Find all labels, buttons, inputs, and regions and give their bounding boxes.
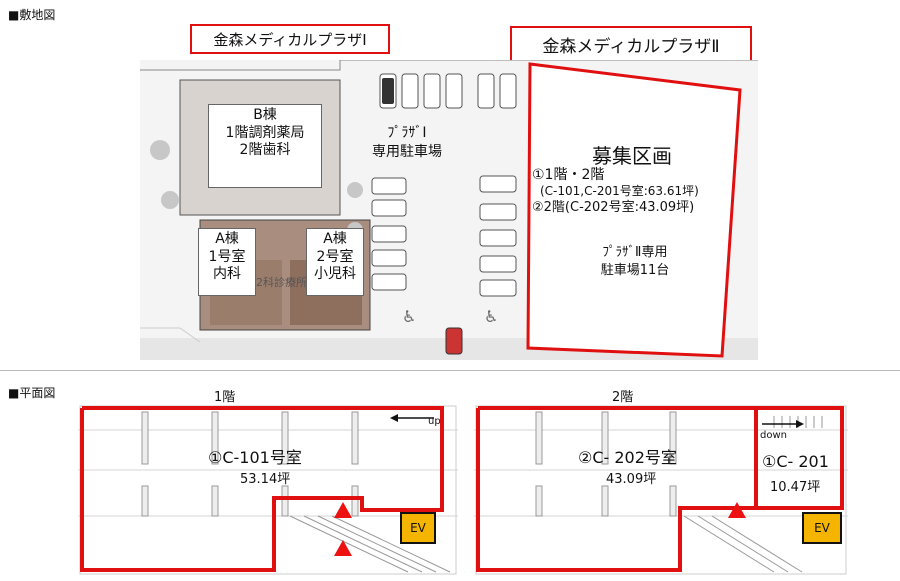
recruit-line3: ②2階(C-202号室:43.09坪) — [532, 199, 695, 215]
svg-text:♿: ♿ — [402, 307, 416, 326]
floor2-room2: ①C- 201 — [762, 452, 829, 471]
entrance-marker-1 — [334, 502, 352, 518]
building-b-name: B棟 — [253, 107, 277, 123]
floor2-stair-label: down — [760, 430, 787, 441]
floor1-ev: EV — [400, 512, 436, 544]
building-a1-room: 1号室 — [208, 248, 246, 265]
section-divider — [0, 370, 900, 371]
floor2-area: 43.09坪 — [606, 472, 657, 487]
svg-text:♿: ♿ — [484, 307, 498, 326]
recruit-parking1: ﾌﾟﾗｻﾞⅡ専用 — [602, 245, 668, 260]
plaza1-parking-label: ﾌﾟﾗｻﾞⅠ 専用駐車場 — [352, 124, 462, 162]
building-a1-label: A棟 1号室 内科 — [198, 228, 256, 296]
building-a2-dept: 小児科 — [314, 266, 356, 282]
building-a1-name: A棟 — [215, 231, 239, 247]
entrance-marker-2 — [334, 540, 352, 556]
building-a2-name: A棟 — [323, 231, 347, 247]
recruit-parking: ﾌﾟﾗｻﾞⅡ専用 駐車場11台 — [560, 244, 710, 279]
plaza2-title: 金森メディカルプラザⅡ — [510, 26, 752, 62]
floor2-room: ②C- 202号室 — [578, 448, 677, 467]
recruit-title: 募集区画 — [592, 144, 672, 168]
recruit-parking2: 駐車場11台 — [600, 262, 670, 278]
site-section-label: ■敷地図 — [8, 8, 56, 22]
floor2-area2: 10.47坪 — [770, 480, 821, 495]
floor1-room: ①C-101号室 — [208, 448, 302, 467]
floor1-plan — [78, 405, 458, 575]
building-b-label: B棟 1階調剤薬局 2階歯科 — [208, 104, 322, 188]
recruit-line1: ①1階・2階 — [532, 167, 605, 183]
entrance-marker-3 — [728, 502, 746, 518]
floor1-label: 1階 — [214, 390, 236, 405]
site-map: ♿ ♿ — [140, 60, 758, 360]
recruit-area: 募集区画 — [532, 140, 732, 169]
building-b-floor1: 1階調剤薬局 — [225, 124, 305, 141]
building-b-floor2: 2階歯科 — [239, 142, 291, 158]
recruit-details: ①1階・2階 (C-101,C-201号室:63.61坪) ②2階(C-202号… — [532, 166, 742, 217]
plaza1-parking-line2: 専用駐車場 — [372, 143, 442, 160]
building-a2-label: A棟 2号室 小児科 — [306, 228, 364, 296]
building-a1-dept: 内科 — [213, 266, 241, 282]
recruit-line2: (C-101,C-201号室:63.61坪) — [540, 184, 699, 199]
floor1-stair-label: up — [428, 416, 441, 427]
plaza1-title: 金森メディカルプラザⅠ — [190, 24, 390, 54]
floor2-label: 2階 — [612, 390, 634, 405]
floor2-ev: EV — [802, 512, 842, 544]
building-a2-room: 2号室 — [316, 248, 354, 265]
floor2-plan — [474, 405, 848, 575]
floor1-area: 53.14坪 — [240, 472, 291, 487]
map-clinic-text: 2科診療所 — [256, 276, 307, 289]
floorplan-section-label: ■平面図 — [8, 386, 56, 400]
plaza1-parking-line1: ﾌﾟﾗｻﾞⅠ — [387, 125, 427, 141]
